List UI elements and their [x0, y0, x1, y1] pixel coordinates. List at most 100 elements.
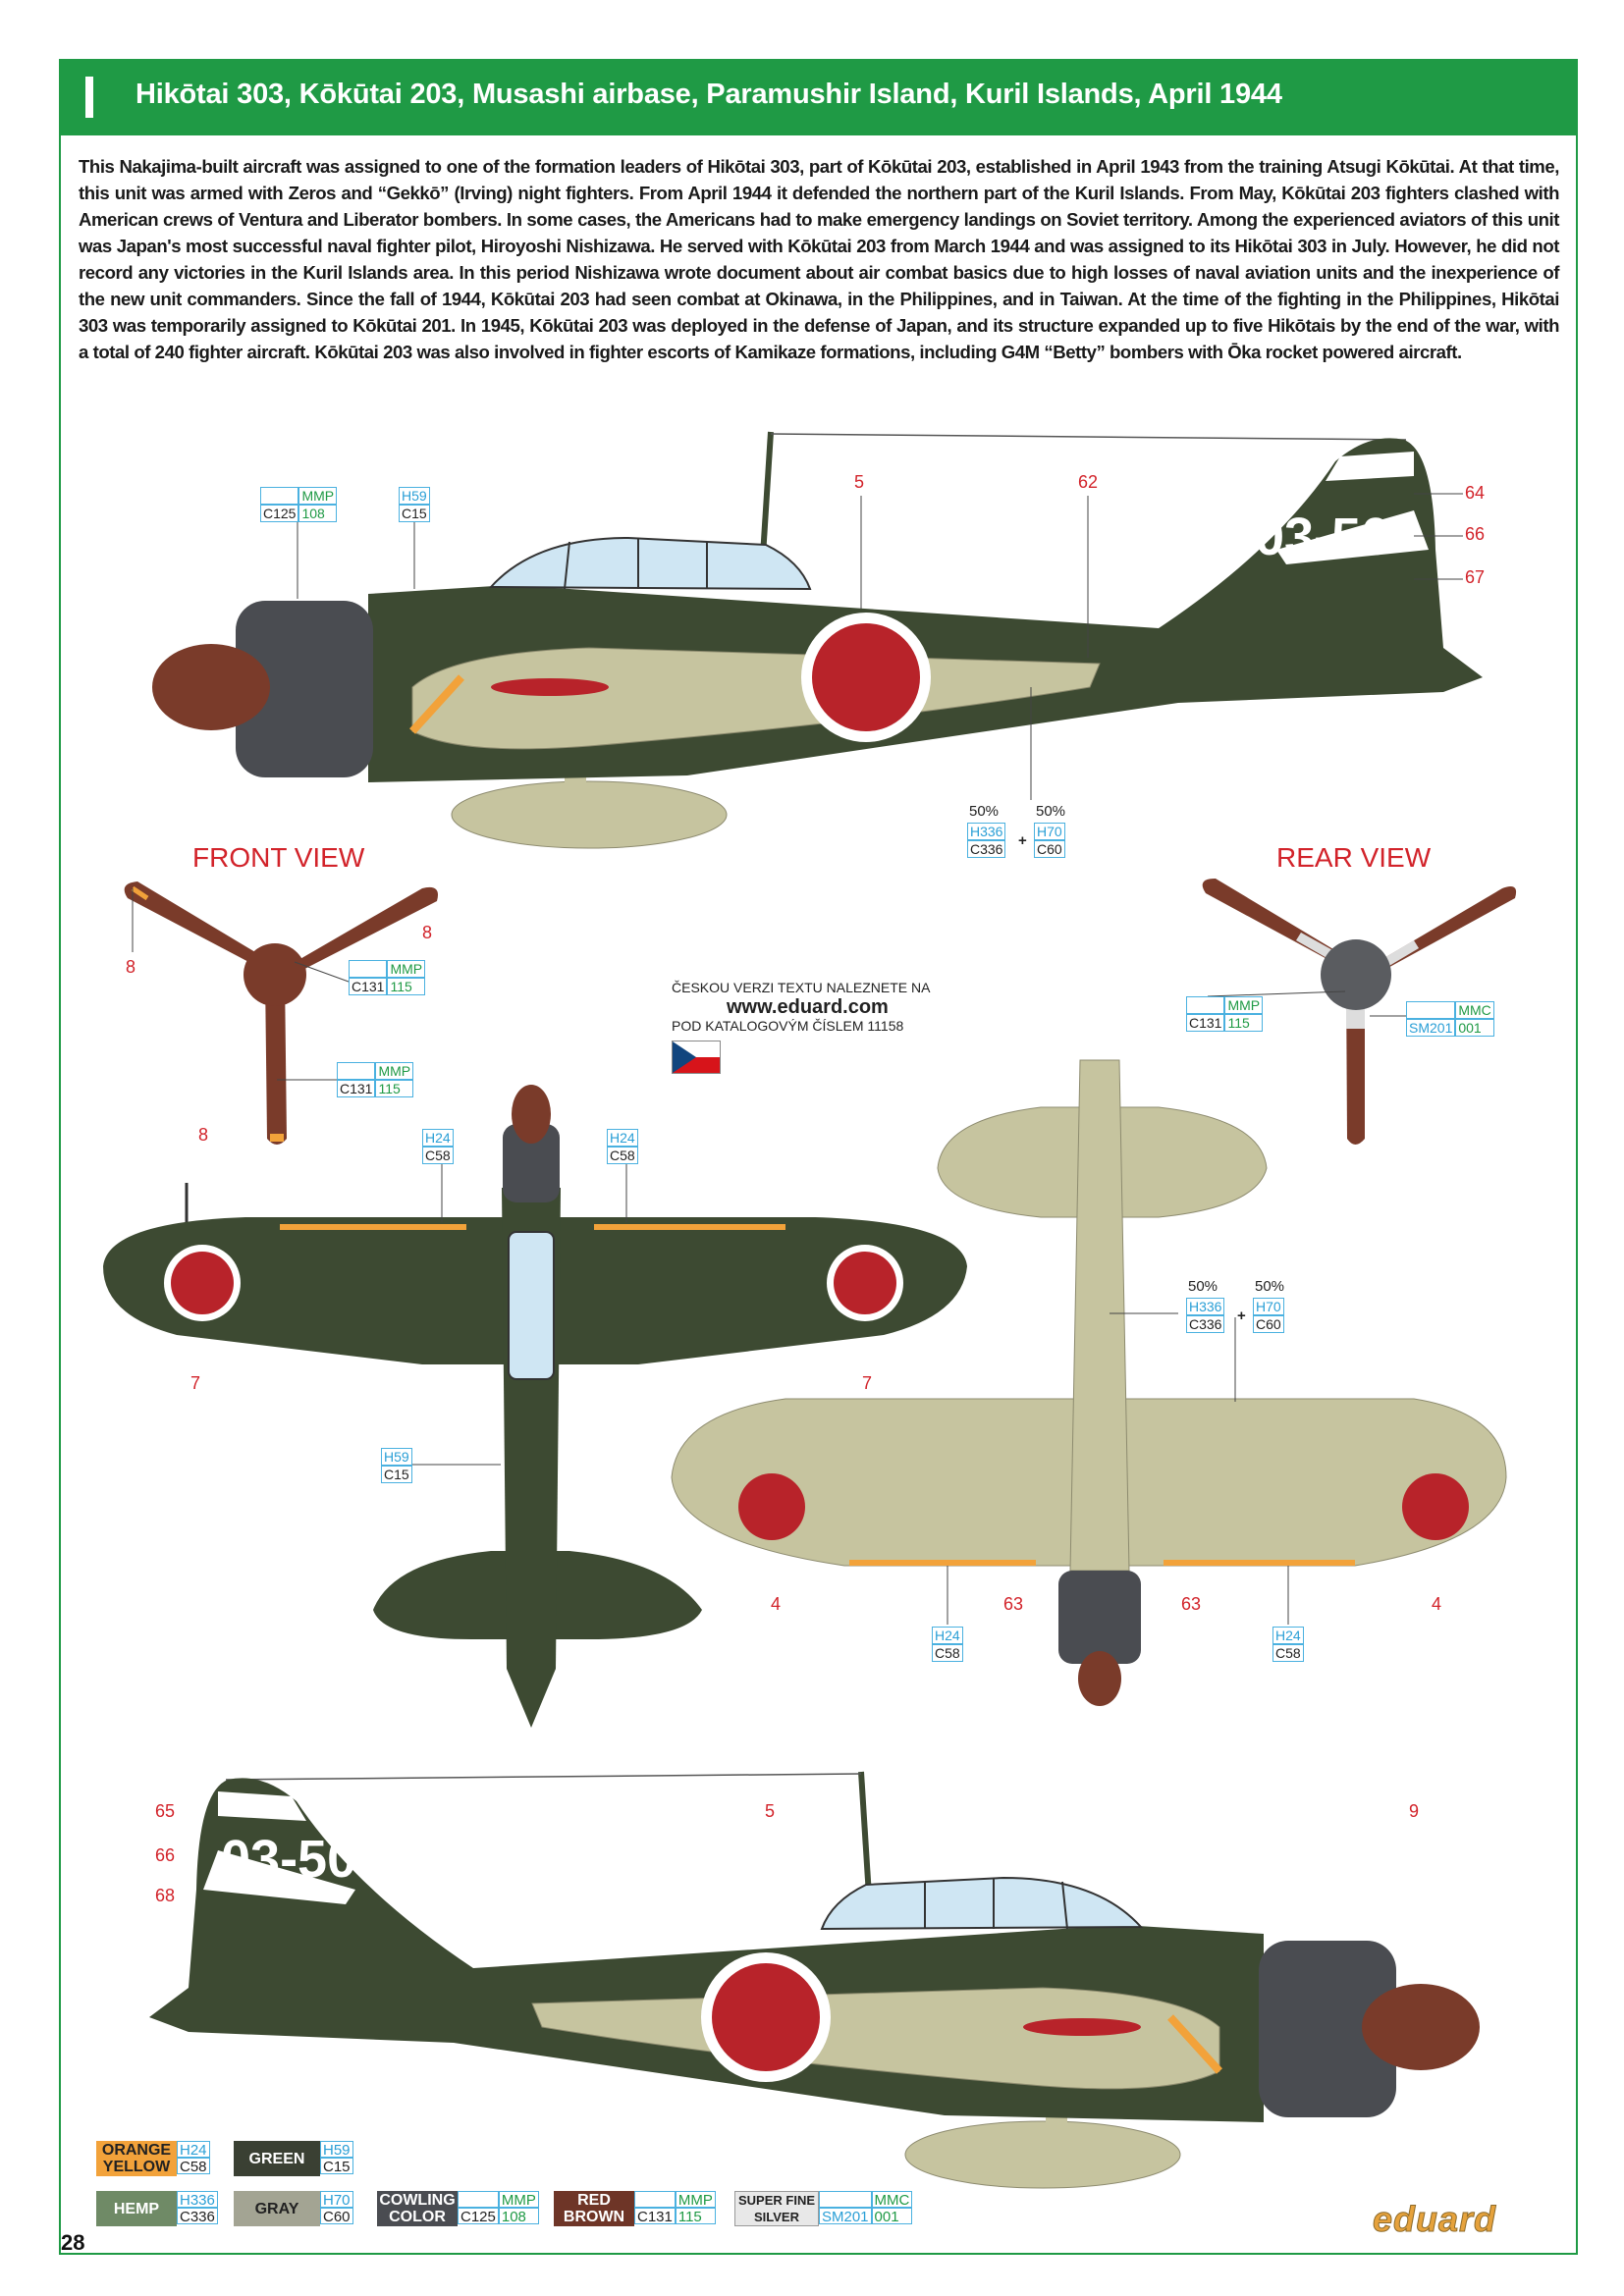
czech-note: ČESKOU VERZI TEXTU NALEZNETE NA www.edua… [672, 980, 930, 1035]
paint-code: C131 [337, 1080, 376, 1097]
czech-flag-icon [672, 1041, 721, 1074]
top-view-aircraft [103, 1085, 967, 1728]
paint-code: H24 [932, 1627, 963, 1644]
paint-code: 001 [1455, 1019, 1494, 1037]
paint-code: C125 [260, 505, 299, 522]
title-bar-mark [85, 77, 93, 118]
mix-percent-right: 50% [1255, 1278, 1285, 1295]
paint-code: MMP [675, 2191, 716, 2209]
paint-code: C60 [320, 2208, 353, 2225]
paint-code: C60 [1253, 1315, 1284, 1333]
leader-lines [132, 493, 1463, 1625]
paint-code: H59 [399, 487, 430, 505]
paint-code: C15 [320, 2158, 353, 2175]
paint-code: 108 [498, 2208, 539, 2225]
paint-code: C131 [349, 978, 388, 995]
description-text: This Nakajima-built aircraft was assigne… [79, 156, 1559, 362]
paint-code [349, 960, 388, 978]
paint-code: C131 [1186, 1014, 1225, 1032]
paint-code: 115 [675, 2208, 716, 2225]
paint-code [1186, 996, 1225, 1014]
paint-code: C336 [1186, 1315, 1225, 1333]
legend-swatch-red-brown: RED BROWN [554, 2191, 634, 2226]
paint-code: SM201 [819, 2208, 872, 2225]
paint-code: H59 [320, 2141, 353, 2159]
paint-code: MMP [298, 487, 338, 505]
page-title: Hikōtai 303, Kōkūtai 203, Musashi airbas… [135, 79, 1282, 110]
title-banner: Hikōtai 303, Kōkūtai 203, Musashi airbas… [59, 59, 1578, 135]
paint-code [458, 2191, 499, 2208]
mix-percent-left: 50% [1188, 1278, 1218, 1295]
mix-plus-sign: + [1237, 1308, 1246, 1324]
legend-swatch-green: GREEN [234, 2141, 320, 2176]
paint-code: H70 [1253, 1298, 1284, 1315]
legend-swatch-cowling-color: COWLING COLOR [377, 2191, 458, 2226]
stencil-number: 8 [422, 923, 433, 942]
stencil-number: 62 [1078, 472, 1099, 492]
stencil-number: 4 [771, 1594, 782, 1614]
stencil-number: 5 [765, 1801, 776, 1821]
paint-code: 108 [298, 505, 338, 522]
paint-code [634, 2191, 676, 2208]
paint-code [337, 1062, 376, 1080]
paint-code: C60 [1034, 840, 1065, 858]
front-view-propeller [124, 881, 438, 1145]
paint-code: C58 [1272, 1644, 1304, 1662]
stencil-number: 66 [1465, 524, 1486, 544]
paint-code: MMC [871, 2191, 913, 2209]
paint-code: C125 [458, 2208, 499, 2225]
paint-code: 115 [375, 1080, 414, 1097]
paint-code: 115 [387, 978, 426, 995]
paint-code: H336 [1186, 1298, 1225, 1315]
paint-code: H24 [1272, 1627, 1304, 1644]
stencil-number: 4 [1432, 1594, 1442, 1614]
paint-code: SM201 [1406, 1019, 1456, 1037]
tail-code-right: 03-50 [221, 1830, 356, 1889]
paint-code: H70 [1034, 823, 1065, 840]
rear-view-label: REAR VIEW [1276, 842, 1432, 873]
paint-code [1406, 1001, 1456, 1019]
legend-swatch-super-fine-silver: SUPER FINE SILVER [734, 2191, 819, 2226]
side-profile-left [152, 432, 1483, 848]
paint-code: C58 [932, 1644, 963, 1662]
paint-code: H24 [422, 1129, 454, 1147]
stencil-number: 7 [190, 1373, 201, 1393]
legend-swatch-orange-yellow: ORANGE YELLOW [96, 2141, 177, 2176]
mix-percent-left: 50% [969, 803, 1000, 820]
paint-code: MMC [1455, 1001, 1494, 1019]
stencil-number: 63 [1003, 1594, 1024, 1614]
paint-code: C131 [634, 2208, 676, 2225]
stencil-number: 5 [854, 472, 865, 492]
paint-code: 001 [871, 2208, 913, 2225]
eduard-url-link[interactable]: www.eduard.com [727, 996, 889, 1018]
stencil-number: 8 [126, 957, 136, 977]
paint-code: C58 [422, 1147, 454, 1164]
paint-code: C15 [381, 1466, 412, 1483]
bottom-view-aircraft [671, 1059, 1507, 1706]
stencil-number: 67 [1465, 567, 1486, 587]
paint-code [260, 487, 299, 505]
paint-code: C58 [177, 2158, 210, 2175]
tail-code-left: 03-50 [1255, 507, 1390, 566]
mix-plus-sign: + [1018, 832, 1027, 849]
paint-code: C15 [399, 505, 430, 522]
czech-note-line3: POD KATALOGOVÝM ČÍSLEM 11158 [672, 1018, 904, 1034]
czech-note-line1: ČESKOU VERZI TEXTU NALEZNETE NA [672, 980, 931, 995]
paint-code: H70 [320, 2191, 353, 2209]
